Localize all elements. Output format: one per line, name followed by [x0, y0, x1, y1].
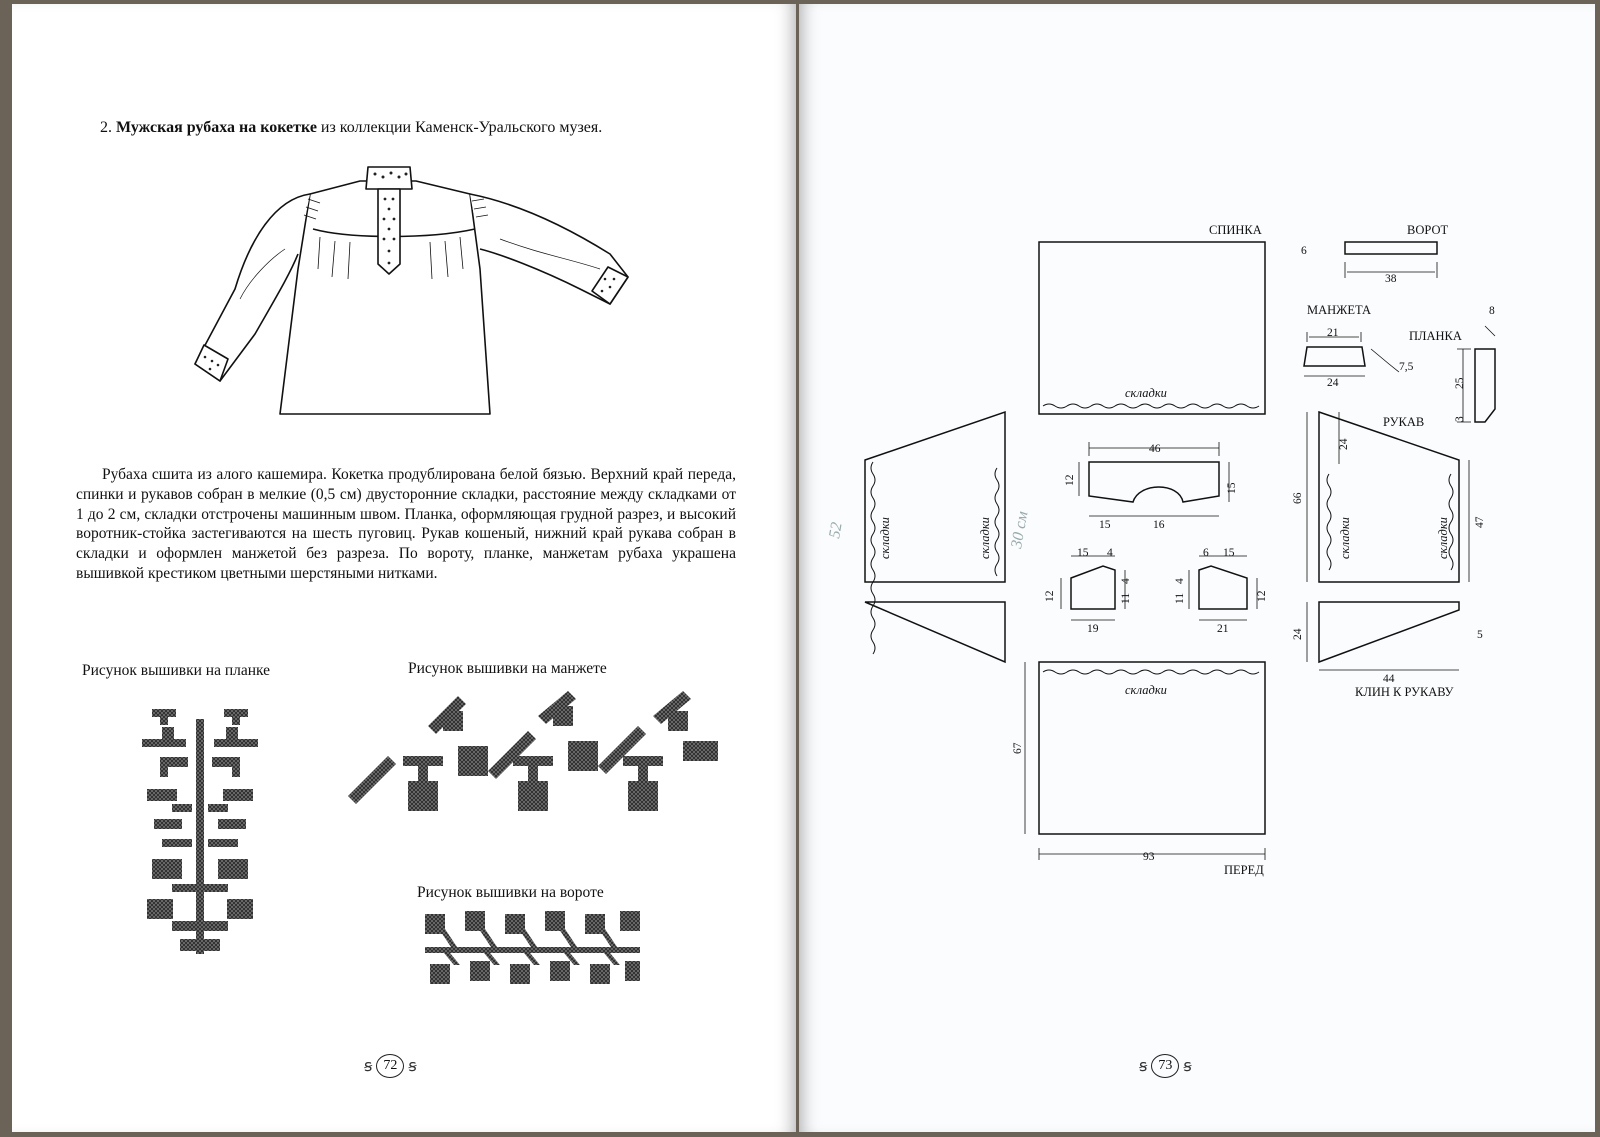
dim-rukav-left: 66: [1292, 492, 1304, 504]
left-page: 2. Мужская рубаха на кокетке из коллекци…: [12, 4, 796, 1132]
skladki-right-sleeve-2: складки: [1436, 517, 1450, 559]
description-paragraph: Рубаха сшита из алого кашемира. Кокетка …: [76, 466, 736, 582]
dim-p1-top2: 4: [1107, 547, 1113, 559]
dim-rukav-right: 47: [1474, 516, 1486, 528]
ornament-right-icon: ꞩ: [1183, 1058, 1192, 1075]
dim-planka-tip: 3: [1454, 416, 1466, 422]
dim-kokette-left: 12: [1064, 474, 1076, 486]
caption-vorot: Рисунок вышивки на вороте: [417, 884, 604, 901]
handwritten-52: 52: [826, 521, 846, 540]
ornament-right-icon: ꞩ: [408, 1058, 417, 1075]
dim-p2-right: 12: [1256, 590, 1268, 602]
skladki-pered: складки: [1125, 683, 1167, 697]
dim-manzheta-top: 21: [1327, 327, 1339, 339]
caption-manzheta: Рисунок вышивки на манжете: [408, 660, 607, 677]
dim-klin-h: 24: [1292, 628, 1304, 640]
label-rukav: РУКАВ: [1383, 415, 1424, 429]
ornament-left-icon: ꞩ: [1139, 1058, 1148, 1075]
skladki-spinka: складки: [1125, 386, 1167, 400]
page-number-72: 72: [376, 1054, 405, 1078]
dim-p2-bottom: 21: [1217, 623, 1229, 635]
dim-planka-len: 25: [1454, 377, 1466, 389]
label-klin: КЛИН К РУКАВУ: [1355, 685, 1454, 699]
dim-p2-top1: 6: [1203, 547, 1209, 559]
label-spinka: СПИНКА: [1209, 223, 1262, 237]
dim-pered-h: 67: [1012, 742, 1024, 754]
dim-p1-top1: 15: [1077, 547, 1089, 559]
dim-klin-tip: 5: [1477, 629, 1483, 641]
label-vorot: ВОРОТ: [1407, 223, 1448, 237]
dim-p2-top2: 15: [1223, 547, 1235, 559]
dim-kokette-w: 46: [1149, 443, 1161, 455]
dim-p2-left1: 11: [1174, 593, 1186, 604]
dim-kokette-right: 15: [1226, 482, 1238, 494]
dim-vorot-h: 6: [1301, 245, 1307, 257]
dim-kokette-b1: 15: [1099, 519, 1111, 531]
label-pered: ПЕРЕД: [1224, 863, 1264, 877]
embroidery-planka: [142, 709, 258, 954]
dim-kokette-b2: 16: [1153, 519, 1165, 531]
page-number-left: ꞩ 72 ꞩ: [364, 1054, 417, 1078]
right-page: 52 30 см СПИНКА ВОРОТ МАНЖЕТА ПЛАНКА РУК…: [799, 4, 1595, 1132]
dim-p1-bottom: 19: [1087, 623, 1099, 635]
skladki-left-sleeve-2: складки: [978, 517, 992, 559]
handwritten-30: 30 см: [1008, 510, 1031, 551]
dim-p1-left: 12: [1044, 590, 1056, 602]
dim-klin-w: 44: [1383, 673, 1395, 685]
skladki-right-sleeve-1: складки: [1338, 517, 1352, 559]
dim-rukav-top: 24: [1338, 438, 1350, 450]
embroidery-manzheta: [348, 691, 718, 811]
ornament-left-icon: ꞩ: [364, 1058, 373, 1075]
dim-planka-w: 8: [1489, 305, 1495, 317]
label-planka: ПЛАНКА: [1409, 329, 1462, 343]
dim-p2-left2: 4: [1174, 578, 1186, 584]
page-number-73: 73: [1151, 1054, 1180, 1078]
label-manzheta: МАНЖЕТА: [1307, 303, 1371, 317]
dim-p1-right2: 4: [1120, 578, 1132, 584]
pattern-diagram: 52 30 см СПИНКА ВОРОТ МАНЖЕТА ПЛАНКА РУК…: [826, 223, 1496, 877]
dim-pered-w: 93: [1143, 851, 1155, 863]
embroidery-vorot: [425, 911, 640, 984]
dim-manzheta-h: 7,5: [1399, 361, 1414, 373]
skladki-left-sleeve-1: складки: [878, 517, 892, 559]
page-number-right: ꞩ 73 ꞩ: [1139, 1054, 1192, 1078]
dim-vorot-w: 38: [1385, 273, 1397, 285]
shirt-illustration: [194, 166, 629, 415]
dim-p1-right1: 11: [1120, 593, 1132, 604]
caption-planka: Рисунок вышивки на планке: [82, 662, 271, 679]
dim-manzheta-bottom: 24: [1327, 377, 1339, 389]
title-bold: Мужская рубаха на кокетке: [116, 119, 317, 136]
section-title: 2. Мужская рубаха на кокетке из коллекци…: [100, 119, 603, 136]
